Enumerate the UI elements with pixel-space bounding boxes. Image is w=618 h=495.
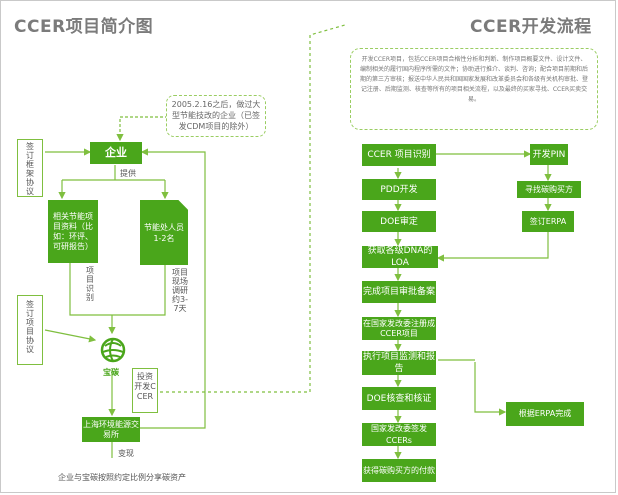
flow-step-4: 获取各级DNA的LOA xyxy=(362,246,438,268)
flow-step-9: 国家发改委签发CCERs xyxy=(362,423,436,446)
cash-out-label: 变现 xyxy=(118,449,134,458)
flow-step-7: 执行项目监测和报告 xyxy=(362,351,436,375)
flow-find-buyer: 寻找碳购买方 xyxy=(517,181,581,198)
flow-step-3: DOE审定 xyxy=(362,211,436,232)
invest-develop-text: 投资开发CCER xyxy=(134,372,156,401)
energy-office-box: 节能处人员1-2名 xyxy=(140,200,188,265)
bottom-note: 企业与宝碳按照约定比例分享碳资产 xyxy=(58,473,186,482)
flow-pin: 开发PIN xyxy=(530,144,568,165)
flow-erpa-complete: 根据ERPA完成 xyxy=(506,402,584,426)
flow-step-1: CCER 项目识别 xyxy=(362,144,436,166)
materials-box: 相关节能项目资料（比如：环评、可研报告） xyxy=(48,200,98,263)
description-box: 开发CCER项目，包括CCER项目合格性分析和判断、制作项目概要文件、设计文件、… xyxy=(350,48,598,130)
note-box: 2005.2.16之后，做过大型节能技改的企业（已签发CDM项目的除外） xyxy=(166,95,266,137)
exchange-box: 上海环境能源交易所 xyxy=(82,417,140,442)
company-box: 企业 xyxy=(90,142,142,164)
sign-project-text: 签订项目协议 xyxy=(26,300,34,354)
globe-logo-icon xyxy=(100,337,126,363)
left-title: CCER项目简介图 xyxy=(14,17,154,37)
flow-step-5: 完成项目审批备案 xyxy=(362,281,436,303)
flow-step-8: DOE核查和核证 xyxy=(362,387,436,410)
flow-sign-erpa: 签订ERPA xyxy=(522,211,574,232)
provide-label: 提供 xyxy=(120,169,136,178)
sign-framework-box: 签订框架协议 xyxy=(17,139,43,197)
sign-project-box: 签订项目协议 xyxy=(17,295,43,365)
flow-step-6: 在国家发改委注册成CCER项目 xyxy=(362,317,436,340)
logo-text: 宝碳 xyxy=(103,368,119,377)
logo xyxy=(97,336,129,368)
right-title: CCER开发流程 xyxy=(470,17,592,37)
project-identification-label: 项目识别 xyxy=(86,266,94,302)
invest-develop-box: 投资开发CCER xyxy=(132,368,158,413)
flow-step-10: 获得碳购买方的付款 xyxy=(362,459,436,482)
sign-framework-text: 签订框架协议 xyxy=(26,142,34,196)
project-survey-label: 项目现场调研约3-7天 xyxy=(172,268,188,313)
flow-step-2: PDD开发 xyxy=(362,179,436,200)
